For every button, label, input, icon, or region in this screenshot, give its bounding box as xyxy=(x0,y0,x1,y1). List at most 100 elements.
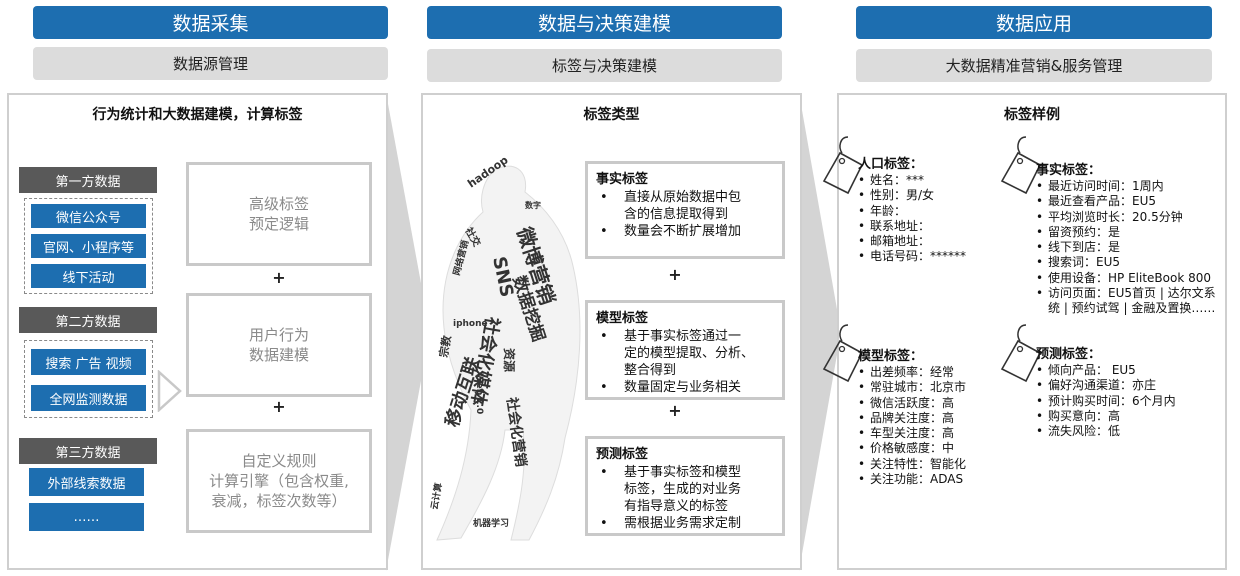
source-external-leads: 外部线索数据 xyxy=(29,468,144,496)
sample-item: • 品牌关注度：高 xyxy=(858,411,998,426)
bullet-line: 基于事实标签和模型 xyxy=(624,465,742,480)
sample-item: • 邮箱地址： xyxy=(858,234,998,249)
sample-item-text: 偏好沟通渠道：亦庄 xyxy=(1048,378,1157,393)
bullet-item: •直接从原始数据中包含的信息提取得到 xyxy=(596,189,774,223)
sample-item-text: 邮箱地址： xyxy=(870,234,931,249)
logic-line: 高级标签 xyxy=(248,195,309,213)
sample-item-text: 关注特性：智能化 xyxy=(870,456,967,471)
sample-item: • 常驻城市：北京市 xyxy=(858,380,998,395)
bullet-item: • 数量固定与业务相关 xyxy=(596,379,774,396)
chevron-right-icon xyxy=(157,370,182,412)
plus-sign: + xyxy=(272,397,286,416)
logic-line: 预定逻辑 xyxy=(248,215,309,233)
sample-item: •年龄： xyxy=(858,204,998,219)
bullet: • xyxy=(1036,393,1044,408)
sample-item: •性别：男/女 xyxy=(858,188,998,203)
sample-item: •使用设备：HP EliteBook 800 xyxy=(1036,271,1224,286)
bullet: • xyxy=(858,426,866,441)
sample-title: 预测标签： xyxy=(1036,347,1102,362)
bullet: • xyxy=(1036,224,1044,239)
sample-item: • 留资预约：是 xyxy=(1036,225,1224,240)
sample-item: •最近访问时间：1周内 xyxy=(1036,179,1224,194)
sample-item-text: 电话号码：****** xyxy=(870,249,967,264)
plus-sign: + xyxy=(668,401,682,420)
sample-item-text: 使用设备：HP EliteBook 800 xyxy=(1048,270,1211,285)
chevron-right-icon xyxy=(386,93,430,571)
tag-type-fact: 事实标签 •直接从原始数据中包含的信息提取得到 •数量会不断扩展增加 xyxy=(585,161,785,259)
sample-item: •关注特性：智能化 xyxy=(858,457,998,472)
sample-item-text: 车型关注度：高 xyxy=(870,426,955,441)
sample-item-text: 姓名：*** xyxy=(870,173,925,187)
sample-item: •价格敏感度：中 xyxy=(858,441,998,456)
header-data-modeling: 数据与决策建模 xyxy=(427,6,782,39)
sample-demographic-tags: 人口标签： •姓名：*** •性别：男/女 •年龄： •联系地址： •邮箱地址：… xyxy=(858,157,998,265)
word-digital: 数字 xyxy=(525,200,541,210)
sample-item: •电话号码：****** xyxy=(858,249,998,264)
logic-line: 衰减，标签次数等） xyxy=(211,492,347,510)
logic-box-custom-rules: 自定义规则 计算引擎（包含权重, 衰减，标签次数等） xyxy=(186,429,372,533)
bullet: • xyxy=(858,410,866,425)
bullet-line: 定的模型提取、分析、 xyxy=(624,346,755,361)
sample-item: • 姓名：*** xyxy=(858,173,998,188)
third-party-label: 第三方数据 xyxy=(19,438,157,464)
sample-item-text: 留资预约：是 xyxy=(1048,224,1121,239)
bullet: • xyxy=(858,365,866,379)
bullet-line: 标签，生成的对业务 xyxy=(624,482,742,497)
subheader-marketing: 大数据精准营销&服务管理 xyxy=(856,49,1212,82)
source-offline: 线下活动 xyxy=(31,264,146,288)
sample-title: 人口标签： xyxy=(858,157,924,172)
sample-item: • 车型关注度：高 xyxy=(858,426,998,441)
sample-predict-tags: 预测标签： •倾向产品： EU5 •偏好沟通渠道：亦庄 •预计购买时间：6个月内… xyxy=(1036,347,1224,439)
logic-line: 计算引擎（包含权重, xyxy=(209,472,349,490)
bullet: • xyxy=(600,516,608,531)
sample-item-text: 统 | 预约试驾 | 金融及置换…… xyxy=(1048,301,1216,316)
bullet: • xyxy=(1036,255,1044,270)
bullet: • xyxy=(858,441,866,456)
sample-item-text: 常驻城市：北京市 xyxy=(870,380,967,395)
first-party-group xyxy=(24,198,153,294)
sample-item-text: 品牌关注度：高 xyxy=(870,410,955,425)
source-search-ads-video: 搜索 广告 视频 xyxy=(31,349,146,375)
first-party-label: 第一方数据 xyxy=(19,167,157,193)
bullet: • xyxy=(858,380,866,395)
header-data-collection: 数据采集 xyxy=(33,6,388,39)
sample-item: •访问页面：EU5首页 | 达尔文系统 | 预约试驾 | 金融及置换…… xyxy=(1036,286,1224,317)
bullet-line: 需根据业务需求定制 xyxy=(624,516,742,531)
bullet: • xyxy=(600,380,608,395)
bullet: • xyxy=(1036,240,1044,255)
bullet-line: 有指导意义的标签 xyxy=(624,499,729,514)
sample-item: • 线下到店：是 xyxy=(1036,240,1224,255)
bullet-item: •基于事实标签通过一定的模型提取、分析、整合得到 xyxy=(596,328,774,379)
sample-item-text: 最近查看产品：EU5 xyxy=(1048,194,1157,209)
bullet-line: 数量固定与业务相关 xyxy=(624,380,742,395)
bullet: • xyxy=(858,203,866,218)
bullet: • xyxy=(1036,378,1044,393)
bullet: • xyxy=(600,224,608,239)
plus-sign: + xyxy=(272,268,286,287)
sample-item: •购买意向：高 xyxy=(1036,409,1224,424)
bullet: • xyxy=(600,190,608,205)
sample-item-text: 搜索词：EU5 xyxy=(1048,255,1121,270)
bullet: • xyxy=(858,234,866,249)
sample-item: • 偏好沟通渠道：亦庄 xyxy=(1036,378,1224,393)
sample-item-text: 微信活跃度：高 xyxy=(870,395,955,410)
sample-title: 事实标签： xyxy=(1036,163,1102,178)
bullet: • xyxy=(858,173,866,187)
bullet-line: 基于事实标签通过一 xyxy=(624,329,742,344)
bullet: • xyxy=(1036,209,1044,224)
sample-item-text: 线下到店：是 xyxy=(1048,240,1121,255)
sample-item: •平均浏览时长：20.5分钟 xyxy=(1036,210,1224,225)
logic-box-advanced-tags: 高级标签 预定逻辑 xyxy=(186,162,372,266)
sample-item: •预计购买时间：6个月内 xyxy=(1036,394,1224,409)
tag-icon xyxy=(1000,324,1042,383)
bullet-line: 直接从原始数据中包 xyxy=(624,190,742,205)
bullet-item: •数量会不断扩展增加 xyxy=(596,223,774,240)
bullet: • xyxy=(1036,179,1044,193)
tag-type-title: 事实标签 xyxy=(596,172,649,187)
bullet: • xyxy=(858,395,866,410)
word-resource: 资源 xyxy=(502,348,517,372)
sample-item: • 微信活跃度：高 xyxy=(858,396,998,411)
logic-line: 数据建模 xyxy=(248,346,309,364)
sample-model-tags: 模型标签： •出差频率：经常 •常驻城市：北京市 •微信活跃度：高 •品牌关注度… xyxy=(858,349,998,487)
sample-item-text: 关注功能：ADAS xyxy=(870,472,964,487)
